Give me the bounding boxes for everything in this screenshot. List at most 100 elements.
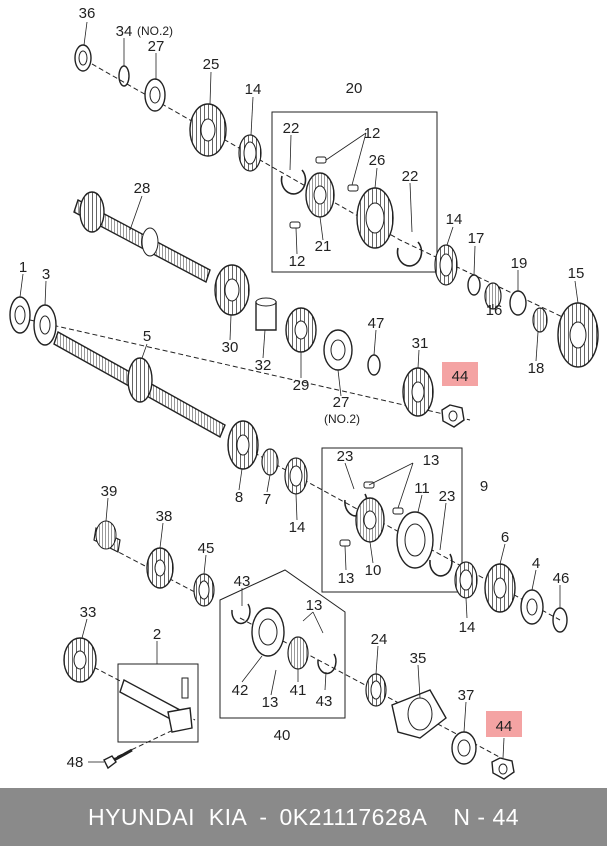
part-26-sleeve	[356, 187, 394, 249]
part-1-bearing	[9, 296, 31, 334]
part-14a-synchro-ring	[238, 134, 262, 172]
label-30: 30	[222, 339, 239, 356]
label-5: 5	[143, 328, 151, 345]
label-11: 11	[414, 480, 430, 497]
part-45-ring	[193, 573, 215, 607]
leader-lines	[19, 21, 579, 763]
part-29-gear	[285, 307, 317, 353]
part-47-shim	[367, 354, 381, 376]
label-9: 9	[480, 478, 488, 495]
part-33-gear	[63, 637, 97, 683]
label-6: 6	[501, 529, 509, 546]
label-29: 29	[293, 377, 310, 394]
part-4-bearing	[520, 589, 544, 625]
footer-part-number: 0K21117628A	[279, 803, 428, 830]
part-3-bearing	[33, 304, 57, 346]
part-14c-synchro-ring	[284, 457, 308, 495]
label-no2b: (NO.2)	[324, 412, 360, 426]
part-2-shaft	[119, 677, 193, 733]
label-2: 2	[153, 626, 161, 643]
part-31-gear	[402, 367, 434, 417]
part-41-hub	[287, 636, 309, 670]
highlight-44b-bg	[486, 711, 522, 737]
part-36-seal	[74, 44, 92, 72]
highlight-44a-bg	[442, 362, 478, 386]
footer-separator: -	[259, 803, 268, 830]
label-46: 46	[553, 570, 570, 587]
part-11-sleeve	[396, 511, 434, 569]
label-38: 38	[156, 508, 173, 525]
label-41: 41	[290, 682, 307, 699]
label-47: 47	[368, 315, 385, 332]
part-34-snap-ring	[118, 65, 130, 87]
part-42-sleeve	[251, 607, 285, 657]
label-1: 1	[19, 259, 27, 276]
label-18: 18	[528, 360, 545, 377]
part-7-needle-bearing	[261, 448, 279, 476]
label-no2a: (NO.2)	[137, 24, 173, 38]
label-23a: 23	[337, 448, 354, 465]
label-13b: 13	[338, 570, 355, 587]
label-26: 26	[369, 152, 386, 169]
label-16: 16	[486, 302, 503, 319]
label-14a: 14	[245, 81, 262, 98]
part-44b-nut	[491, 757, 515, 780]
part-43-springs	[231, 603, 337, 675]
label-4: 4	[532, 555, 540, 572]
part-27b-bearing	[323, 329, 353, 371]
label-45: 45	[198, 540, 215, 557]
label-44b: 44	[496, 718, 513, 735]
label-39: 39	[101, 483, 118, 500]
group-box-2	[117, 663, 199, 743]
label-14b: 14	[446, 211, 463, 228]
label-10: 10	[365, 562, 382, 579]
part-18-needle-bearing	[532, 307, 548, 333]
footer-brand: HYUNDAI KIA	[87, 803, 248, 830]
label-40: 40	[274, 727, 291, 744]
part-30-gear	[214, 264, 250, 316]
label-20: 20	[346, 80, 363, 97]
part-48-bolt	[103, 748, 133, 770]
part-28-countershaft	[73, 191, 211, 284]
part-27-bearing-no2	[144, 78, 166, 112]
label-7: 7	[263, 491, 271, 508]
part-44a-nut	[441, 404, 465, 428]
part-5-mainshaft	[53, 330, 226, 438]
part-15-gear	[557, 302, 599, 368]
part-32-collar	[255, 297, 277, 331]
part-14b-synchro-ring	[434, 244, 458, 286]
label-22b: 22	[402, 168, 419, 185]
label-34: 34	[116, 23, 133, 40]
footer-bar: HYUNDAI KIA - 0K21117628A N - 44	[0, 788, 607, 846]
label-12b: 12	[289, 253, 306, 270]
part-21-hub	[305, 172, 335, 218]
label-3: 3	[42, 266, 50, 283]
part-13-keys	[339, 481, 404, 547]
label-44a: 44	[452, 368, 469, 385]
label-15: 15	[568, 265, 585, 282]
label-28: 28	[134, 180, 151, 197]
part-19-collar	[509, 290, 527, 316]
label-32: 32	[255, 357, 272, 374]
label-35: 35	[410, 650, 427, 667]
label-24: 24	[371, 631, 388, 648]
label-31: 31	[412, 335, 429, 352]
part-39-shaft	[93, 520, 121, 553]
part-38-gear	[146, 547, 174, 589]
part-17-ring	[467, 274, 481, 296]
label-13c: 13	[306, 597, 323, 614]
label-42: 42	[232, 682, 249, 699]
label-21: 21	[315, 238, 332, 255]
label-12a: 12	[364, 125, 381, 142]
part-37-collar	[451, 731, 477, 765]
label-37: 37	[458, 687, 475, 704]
label-33: 33	[80, 604, 97, 621]
label-14c: 14	[289, 519, 306, 536]
part-24-ring	[365, 673, 387, 707]
part-8-gear	[227, 420, 259, 470]
callout-labels: 36 34 (NO.2) 27 25 14 20 22 12 26 22 21 …	[19, 5, 585, 771]
part-22-key-spring	[280, 169, 423, 267]
label-22a: 22	[283, 120, 300, 137]
assembly-axis-lines	[29, 59, 591, 761]
